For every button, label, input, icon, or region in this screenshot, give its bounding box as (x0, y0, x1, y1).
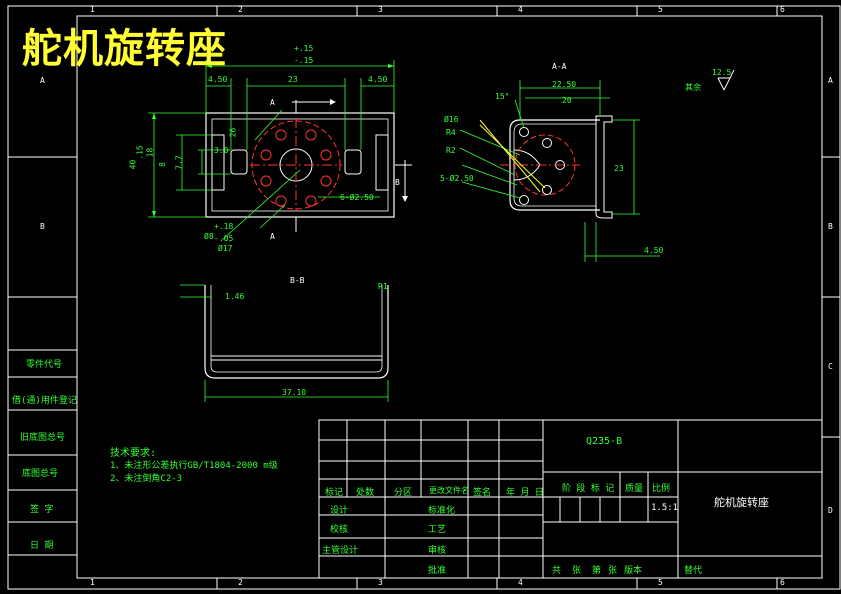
zone-col-5: 5 (658, 5, 663, 14)
zone-col-3-bottom: 3 (378, 578, 383, 587)
zone-row-c-right: C (828, 362, 833, 371)
dim-450-right: 4.50 (368, 75, 388, 84)
tb-role-2: 校核 (330, 525, 349, 535)
left-strip-5: 签 字 (30, 505, 54, 515)
tb-header-6: 年 月 日 (506, 488, 544, 498)
cut-a-bottom: A (270, 232, 275, 241)
tb-header-1: 标记 (325, 488, 344, 498)
tb-scale: 1.5:1 (651, 503, 679, 513)
dim-aa-angle: 15° (495, 92, 510, 101)
dim-aa-d16: Ø16 (444, 115, 459, 124)
dim-aa-5-holes: 5-Ø2.50 (440, 174, 474, 183)
zone-col-4-bottom: 4 (518, 578, 523, 587)
zone-col-1: 1 (90, 5, 95, 14)
dim-8: 8 (157, 162, 167, 167)
zone-col-4: 4 (518, 5, 523, 14)
cut-b-right: B (395, 178, 400, 187)
zone-col-2-bottom: 2 (238, 578, 243, 587)
section-bb-label: B-B (290, 276, 305, 285)
bb-view (180, 284, 389, 402)
aa-view (459, 69, 735, 262)
left-strip-3: 旧底图总号 (20, 433, 66, 443)
tb-bottom-1: 共 (552, 566, 562, 576)
zone-ticks (8, 6, 840, 589)
dim-d8-tol2: -.05 (214, 234, 234, 243)
tb-bottom-3: 第 (592, 566, 602, 576)
dim-aa-4-5: 4.50 (644, 246, 664, 255)
zone-col-2: 2 (238, 5, 243, 14)
material: Q235-B (586, 436, 623, 447)
title-block-name: 舵机旋转座 (714, 496, 769, 509)
zone-col-5-bottom: 5 (658, 578, 663, 587)
roughness-symbol (717, 69, 735, 91)
tb-role-mid-4: 批准 (428, 566, 447, 576)
dim-d8: Ø8 (204, 232, 214, 241)
left-strip-4: 底图总号 (22, 469, 59, 479)
left-strip-2: 借(通)用件登记 (12, 396, 77, 406)
dim-bb-thickness: 1.46 (225, 292, 245, 301)
tb-role-1: 设计 (330, 506, 349, 516)
roughness-prefix: 其余 (685, 83, 701, 92)
dim-7-7: 7.7 (174, 155, 184, 170)
zone-col-3: 3 (378, 5, 383, 14)
dim-bb-37: 37.10 (282, 388, 307, 397)
dim-d8-tol1: +.18 (214, 222, 234, 231)
dim-23: 23 (288, 75, 298, 84)
zone-row-d-right: D (828, 506, 833, 515)
notes-heading: 技术要求: (110, 448, 157, 459)
tb-header-4: 更改文件名 (429, 486, 469, 495)
zone-col-1-bottom: 1 (90, 578, 95, 587)
zone-row-a: A (40, 76, 45, 85)
tb-bottom-4: 张 (608, 566, 618, 576)
dim-40: 40 (128, 159, 138, 170)
zone-row-b: B (40, 222, 45, 231)
plan-view (148, 60, 412, 241)
zone-col-6-bottom: 6 (780, 578, 785, 587)
dim-aa-22-5: 22.50 (552, 80, 577, 89)
section-aa-label: A-A (552, 62, 567, 71)
tb-bottom-5: 版本 (624, 566, 643, 576)
left-strip-6: 日 期 (30, 541, 54, 551)
cut-a-top: A (270, 98, 275, 107)
dim-bb-r: R1 (378, 282, 388, 291)
tb-role-mid-3: 审核 (428, 546, 447, 556)
drawing-title-large: 舵机旋转座 (22, 26, 227, 72)
dim-d17: Ø17 (218, 244, 233, 253)
dim-top-tol1: +.15 (294, 44, 314, 53)
dim-aa-r2: R2 (446, 146, 456, 155)
tb-stage-3: 比例 (652, 484, 671, 494)
title-block-grid (318, 419, 823, 579)
dim-top-tol2: -.15 (294, 56, 314, 65)
tb-bottom-6: 替代 (684, 566, 703, 576)
notes-line-1: 1、未注形公差执行GB/T1804-2000 m级 (110, 461, 278, 471)
tb-header-2: 处数 (356, 488, 375, 498)
zone-col-6: 6 (780, 5, 785, 14)
tb-header-5: 签名 (473, 488, 492, 498)
tb-stage-1: 阶 段 标 记 (562, 484, 615, 494)
dim-h-tol: .15 (135, 145, 145, 160)
dim-aa-23: 23 (614, 164, 624, 173)
dim-26: 26 (228, 127, 238, 138)
dim-18: 18 (145, 147, 155, 158)
roughness-value: 12.5 (712, 68, 732, 77)
notes-line-2: 2、未注倒角C2-3 (110, 474, 183, 484)
tb-bottom-2: 张 (572, 566, 582, 576)
tb-role-mid-1: 标准化 (428, 506, 456, 516)
dim-450-left: 4.50 (208, 75, 228, 84)
dim-aa-r4: R4 (446, 128, 456, 137)
zone-row-b-right: B (828, 222, 833, 231)
zone-row-a-right: A (828, 76, 833, 85)
left-strip-table (8, 349, 77, 556)
left-strip-1: 零件代号 (26, 360, 63, 370)
dim-aa-20: 20 (562, 96, 572, 105)
tb-role-mid-2: 工艺 (428, 525, 447, 535)
tb-header-3: 分区 (394, 488, 413, 498)
dim-3: 3.0 (214, 146, 229, 155)
dim-6-holes: 6-Ø2.50 (340, 193, 374, 202)
tb-stage-2: 质量 (625, 484, 644, 494)
tb-role-3: 主管设计 (322, 546, 359, 556)
